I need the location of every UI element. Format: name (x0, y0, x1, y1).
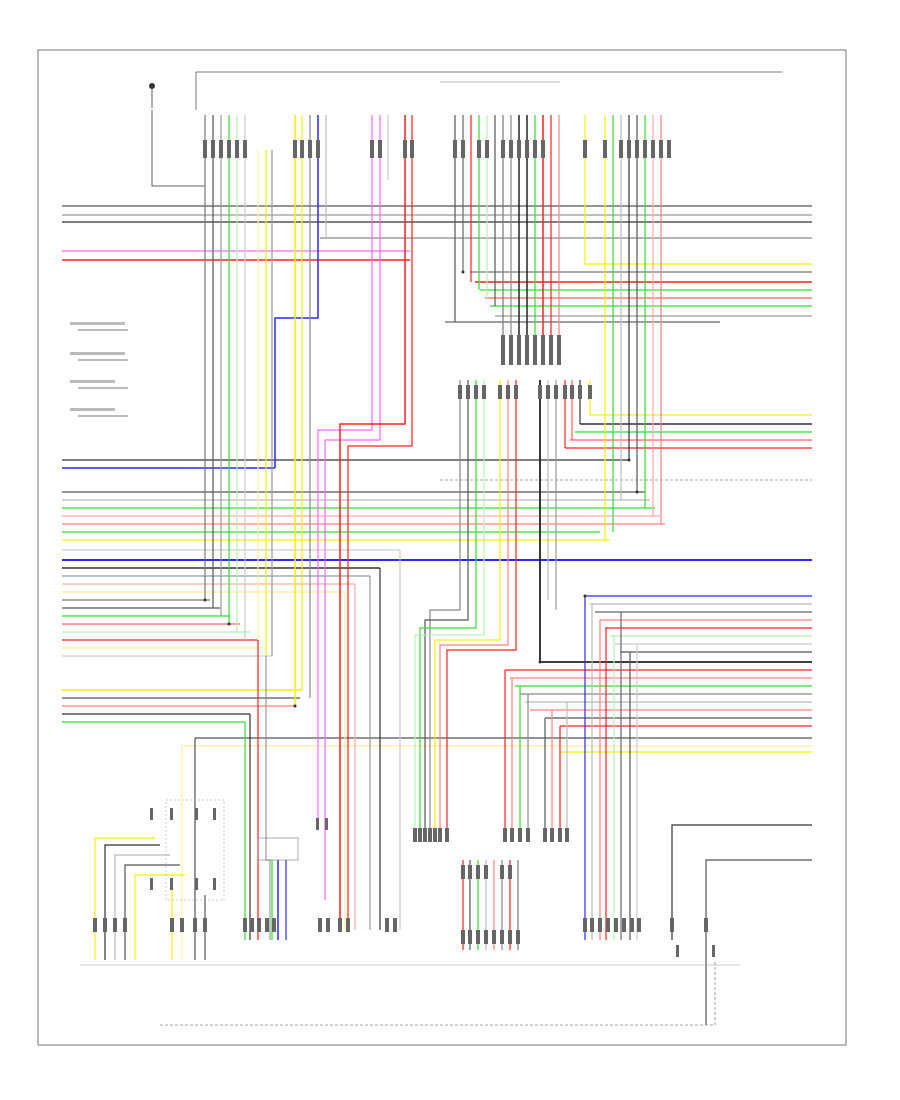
notes-area (70, 322, 128, 417)
connector-lower-pins (413, 828, 569, 944)
module-bracket (195, 71, 782, 110)
connector-bottom-pins (93, 808, 715, 957)
bottom-connector-bracket (160, 960, 716, 1026)
horizontal-wires (62, 205, 812, 1025)
component-box-center (257, 837, 299, 861)
page-frame (37, 49, 847, 1046)
splice-points (203, 270, 639, 708)
ground-wire (151, 110, 205, 187)
connector-top-pins (203, 140, 671, 158)
ground-symbol (149, 83, 155, 108)
vertical-wires (94, 115, 662, 960)
component-box-left (165, 799, 225, 901)
connector-mid-pins (458, 335, 592, 399)
